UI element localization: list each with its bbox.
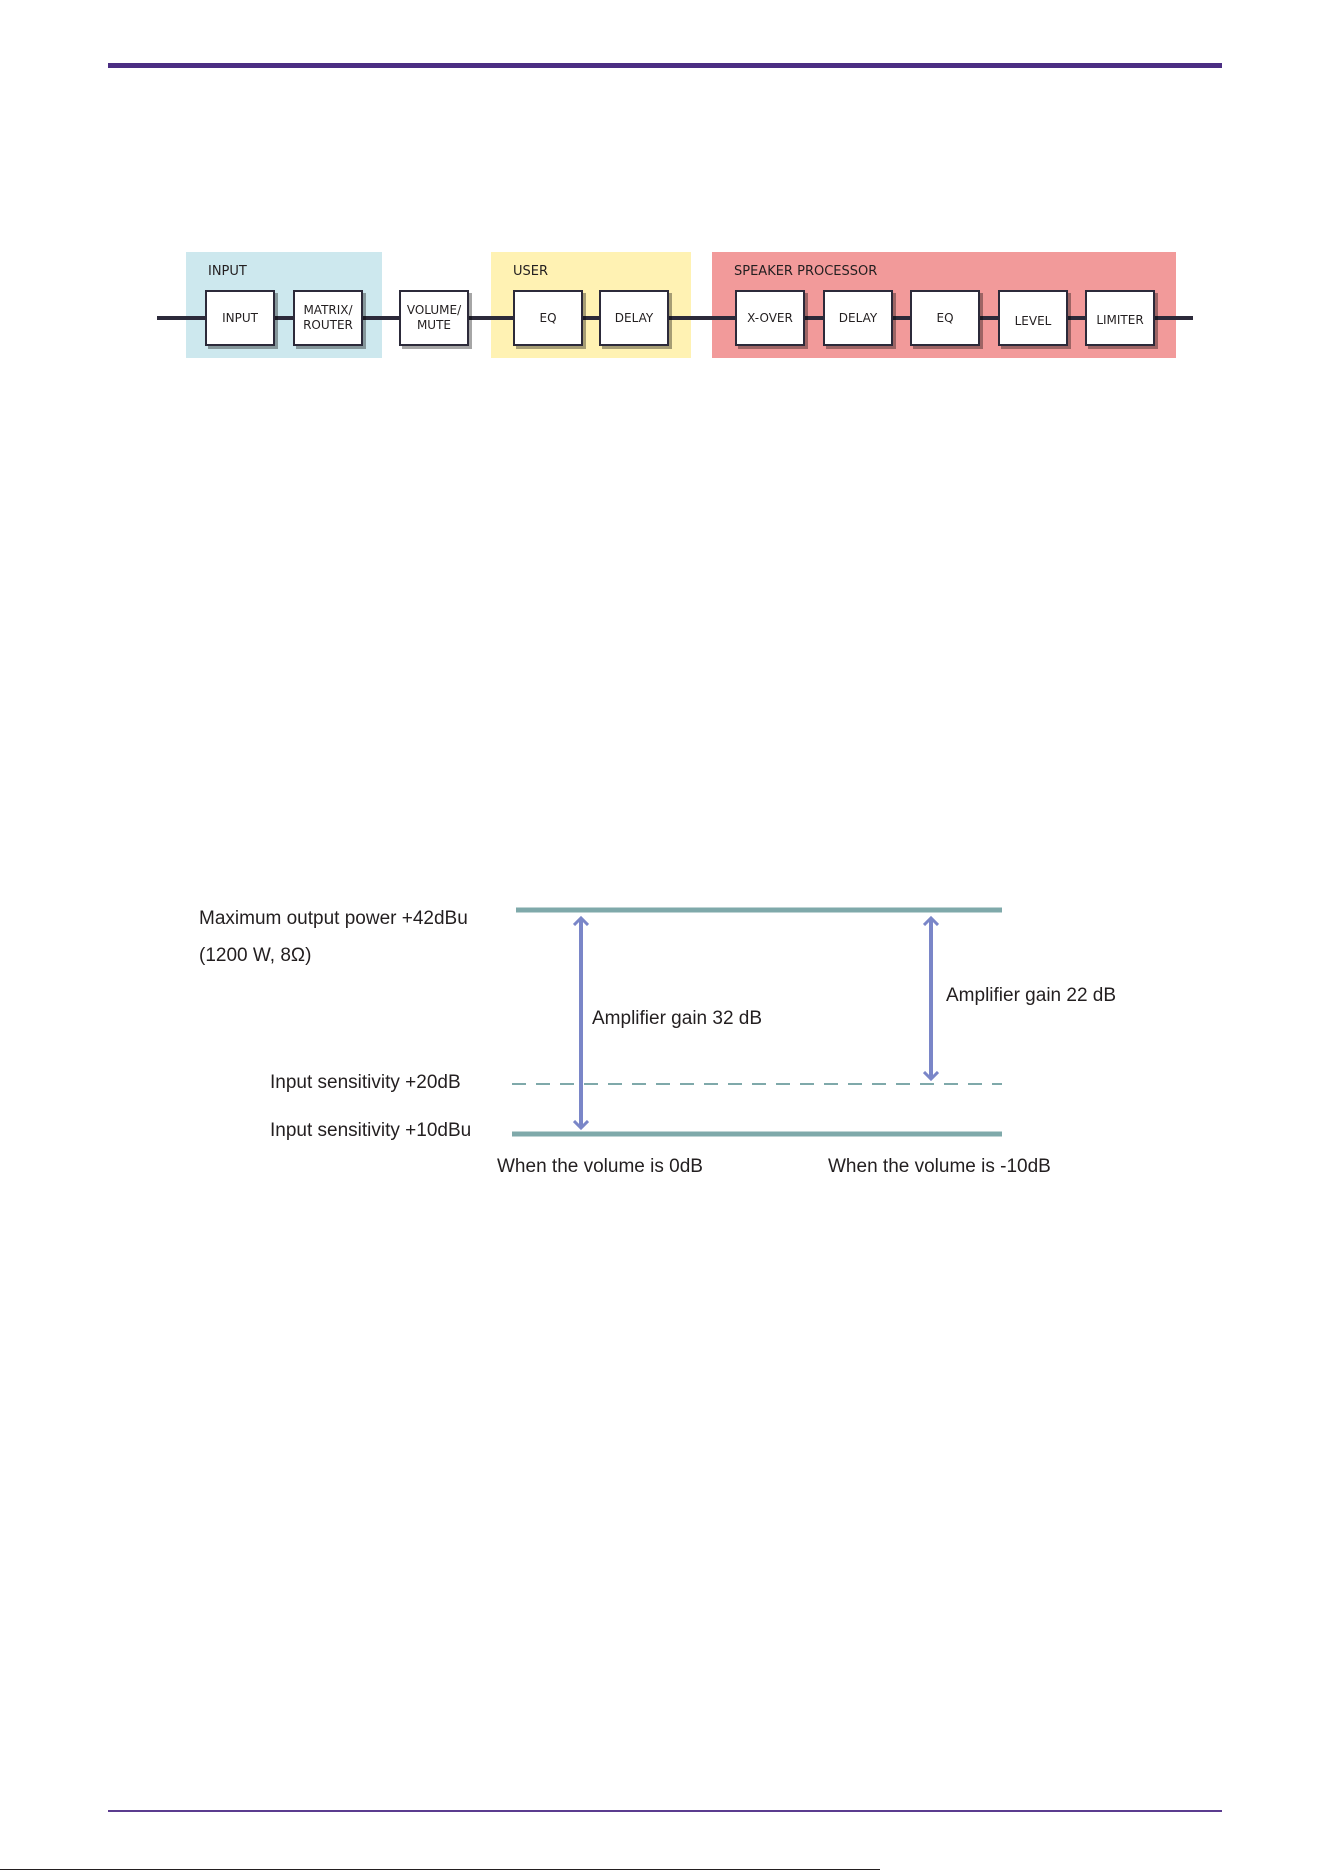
- caption-volume-minus10db: When the volume is -10dB: [828, 1156, 1051, 1178]
- block-input: INPUT: [205, 290, 275, 346]
- max-output-sub-label: (1200 W, 8Ω): [199, 945, 311, 967]
- page-edge-line: [0, 1869, 880, 1870]
- block-user-eq: EQ: [513, 290, 583, 346]
- zone-input-title: INPUT: [208, 264, 247, 279]
- block-xover: X-OVER: [735, 290, 805, 346]
- gain-right-label: Amplifier gain 22 dB: [946, 985, 1116, 1007]
- block-user-delay: DELAY: [599, 290, 669, 346]
- block-level: LEVEL: [998, 290, 1068, 346]
- zone-user-title: USER: [513, 264, 548, 279]
- block-volume-mute: VOLUME/ MUTE: [399, 290, 469, 346]
- block-matrix-router: MATRIX/ ROUTER: [293, 290, 363, 346]
- block-sp-eq: EQ: [910, 290, 980, 346]
- footer-rule: [108, 1810, 1222, 1812]
- gain-left-label: Amplifier gain 32 dB: [592, 1008, 762, 1030]
- input-sensitivity-10-label: Input sensitivity +10dBu: [270, 1120, 471, 1142]
- caption-volume-0db: When the volume is 0dB: [497, 1156, 703, 1178]
- max-output-label: Maximum output power +42dBu: [199, 908, 468, 930]
- block-sp-delay: DELAY: [823, 290, 893, 346]
- signal-flow-diagram: INPUT USER SPEAKER PROCESSOR INPUT MATRI…: [0, 0, 1324, 400]
- block-limiter: LIMITER: [1085, 290, 1155, 346]
- input-sensitivity-20-label: Input sensitivity +20dB: [270, 1072, 461, 1094]
- zone-speaker-title: SPEAKER PROCESSOR: [734, 264, 877, 279]
